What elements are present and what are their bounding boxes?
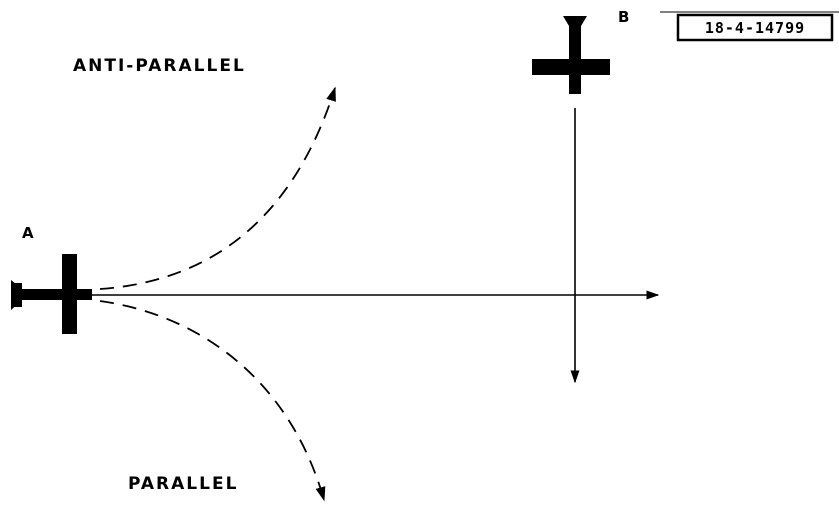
aircraft-b <box>532 16 610 94</box>
anti-parallel-label: ANTI-PARALLEL <box>73 56 246 76</box>
parallel-label: PARALLEL <box>128 474 238 494</box>
figure-reference-text: 18-4-14799 <box>705 19 805 37</box>
aircraft-a <box>11 254 92 334</box>
anti-parallel-path <box>99 86 336 290</box>
parallel-path <box>99 300 326 502</box>
aircraft-b-label: B <box>618 8 629 26</box>
aircraft-a-label: A <box>22 224 34 242</box>
airplane-icon <box>532 16 610 94</box>
figure-reference-box <box>676 13 834 42</box>
figure-reference: 18-4-14799 <box>660 11 839 42</box>
airplane-icon <box>11 254 92 334</box>
